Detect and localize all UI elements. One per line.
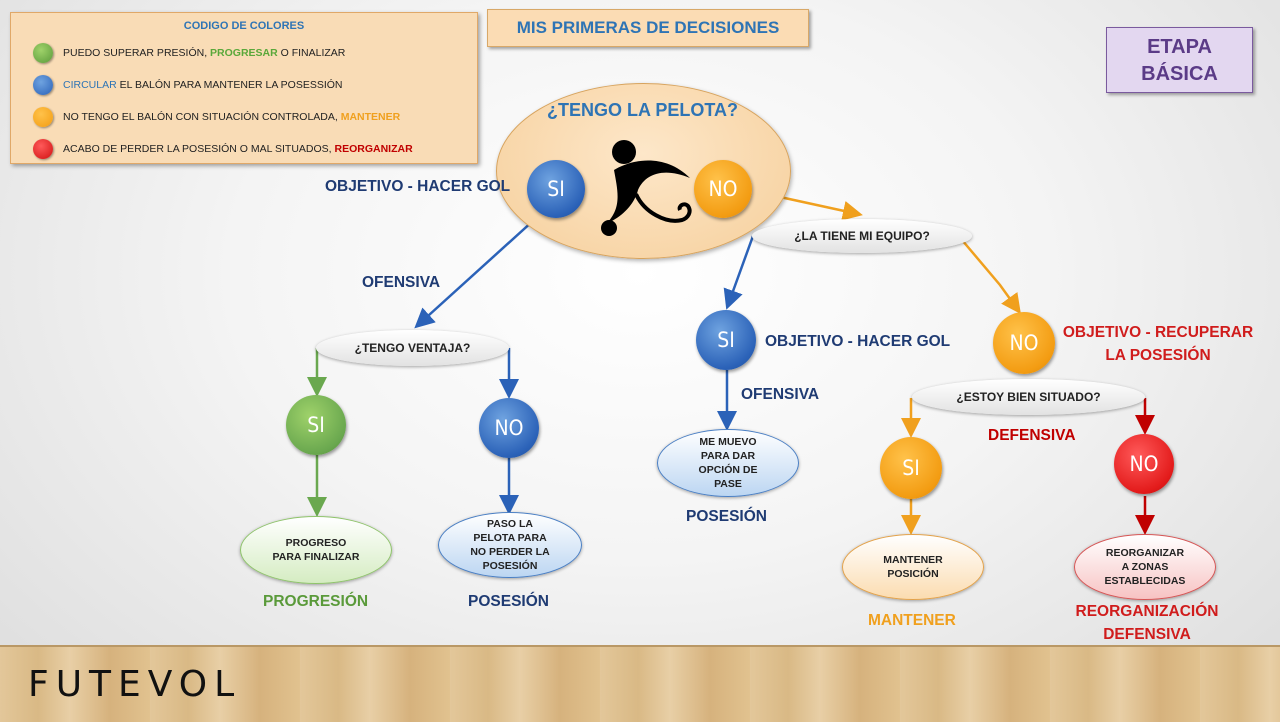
etapa-badge: ETAPA BÁSICA (1106, 27, 1253, 93)
question-equipo-pill: ¿LA TIENE MI EQUIPO? (752, 219, 972, 253)
green-dot-icon (33, 43, 53, 64)
question-ventaja-pill: ¿TENGO VENTAJA? (316, 330, 509, 366)
arrow-equipo-to-no (961, 239, 1021, 315)
red-dot-icon (33, 139, 53, 160)
futevol-logo: FUTEVOL (28, 664, 242, 705)
player-icon (601, 140, 692, 236)
result-muevo: ME MUEVO PARA DAR OPCIÓN DE PASE (657, 429, 799, 497)
legend-item-reorganizar: ACABO DE PERDER LA POSESIÓN O MAL SITUAD… (33, 138, 413, 160)
yes-circle-situado: SI (880, 437, 942, 499)
no-circle-main: NO (694, 160, 752, 218)
legend-item-circular: CIRCULAR EL BALÓN PARA MANTENER LA POSES… (33, 74, 343, 96)
color-legend: CODIGO DE COLORES PUEDO SUPERAR PRESIÓN,… (10, 12, 478, 164)
outcome-reorganizacion: REORGANIZACIÓN DEFENSIVA (1075, 603, 1219, 643)
legend-title: CODIGO DE COLORES (183, 20, 305, 32)
result-mantener: MANTENER POSICIÓN (842, 534, 984, 600)
arrow-si-to-ventaja (414, 209, 546, 329)
wooden-floor (0, 645, 1280, 722)
defensiva-label: DEFENSIVA (988, 427, 1076, 444)
result-progreso: PROGRESO PARA FINALIZAR (240, 516, 392, 584)
outcome-progresion: PROGRESIÓN (263, 593, 369, 610)
legend-item-mantener: NO TENGO EL BALÓN CON SITUACIÓN CONTROLA… (33, 106, 400, 128)
no-circle-ventaja: NO (479, 398, 539, 458)
orange-dot-icon (33, 107, 53, 128)
outcome-posesion-middle: POSESIÓN (686, 508, 767, 525)
outcome-mantener: MANTENER (868, 612, 956, 629)
result-reorganizar: REORGANIZAR A ZONAS ESTABLECIDAS (1074, 534, 1216, 600)
result-paso: PASO LA PELOTA PARA NO PERDER LA POSESIÓ… (438, 512, 582, 578)
etapa-line1: ETAPA (1147, 36, 1212, 58)
objetivo-gol-label-main: OBJETIVO - HACER GOL (325, 178, 511, 195)
legend-item-progresar: PUEDO SUPERAR PRESIÓN, PROGRESAR O FINAL… (33, 42, 345, 64)
arrow-equipo-to-si (723, 235, 755, 310)
no-circle-situado: NO (1114, 434, 1174, 494)
ofensiva-label-left: OFENSIVA (362, 274, 441, 291)
main-question-label: ¿TENGO LA PELOTA? (547, 100, 738, 120)
etapa-line2: BÁSICA (1141, 63, 1218, 85)
ofensiva-label-middle: OFENSIVA (741, 386, 820, 403)
blue-dot-icon (33, 75, 53, 96)
outcome-posesion-left: POSESIÓN (468, 593, 549, 610)
objetivo-recuperar-label: OBJETIVO - RECUPERAR LA POSESIÓN (1062, 324, 1254, 364)
diagram-title: MIS PRIMERAS DE DECISIONES (487, 9, 809, 47)
yes-circle-equipo: SI (696, 310, 756, 370)
question-situado-pill: ¿ESTOY BIEN SITUADO? (912, 379, 1145, 415)
yes-circle-main: SI (527, 160, 585, 218)
yes-circle-ventaja: SI (286, 395, 346, 455)
objetivo-gol-label-equipo: OBJETIVO - HACER GOL (765, 333, 951, 350)
no-circle-equipo: NO (993, 312, 1055, 374)
